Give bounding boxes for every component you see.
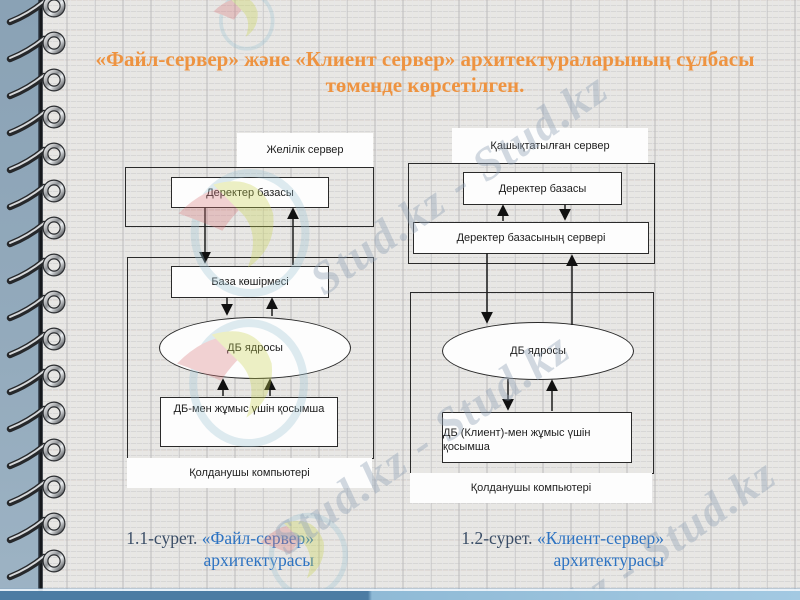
right-user-computer-label: Қолданушы компьютері [410,473,652,503]
right-server-label: Қашықтатылған сервер [452,128,648,163]
left-caption-suffix: архитектурасы [203,550,314,570]
right-app-box-line2: қосымша [443,441,490,453]
right-caption-name: «Клиент-сервер» [536,528,664,548]
left-server-boundary [125,167,374,227]
left-caption-name: «Файл-сервер» [201,528,314,548]
right-db-core-ellipse: ДБ ядросы [442,322,634,380]
right-server-boundary [408,163,655,264]
grid-paper-background [40,0,800,600]
left-caption-number: 1.1-сурет. [126,528,202,548]
page-title-line1: «Файл-сервер» және «Клиент сервер» архит… [95,47,755,71]
left-app-box: ДБ-мен жұмыс үшін қосымша [160,397,338,447]
page-title: «Файл-сервер» және «Клиент сервер» архит… [70,46,780,98]
slide-footer-bar [0,591,800,600]
right-db-server-box: Деректер базасының сервері [413,222,649,254]
left-user-computer-label: Қолданушы компьютері [127,458,372,488]
left-caption: 1.1-сурет. «Файл-сервер» архитектурасы [90,527,314,571]
right-app-box: ДБ (Клиент)-мен жұмыс үшін қосымша [442,412,632,463]
left-base-copy-box: База көшірмесі [171,266,329,298]
page-title-line2: төменде көрсетілген. [325,73,525,97]
right-caption-number: 1.2-сурет. [461,528,537,548]
left-server-label: Желілік сервер [237,133,373,167]
left-db-core-ellipse: ДБ ядросы [159,317,351,379]
notebook-margin [0,0,38,600]
right-app-box-line1: ДБ (Клиент)-мен жұмыс үшін [443,427,591,439]
paper-edge-shadow [38,0,43,600]
right-database-box: Деректер базасы [463,172,622,205]
right-caption: 1.2-сурет. «Клиент-сервер» архитектурасы [440,527,664,571]
right-caption-suffix: архитектурасы [553,550,664,570]
left-database-box: Деректер базасы [171,177,329,208]
